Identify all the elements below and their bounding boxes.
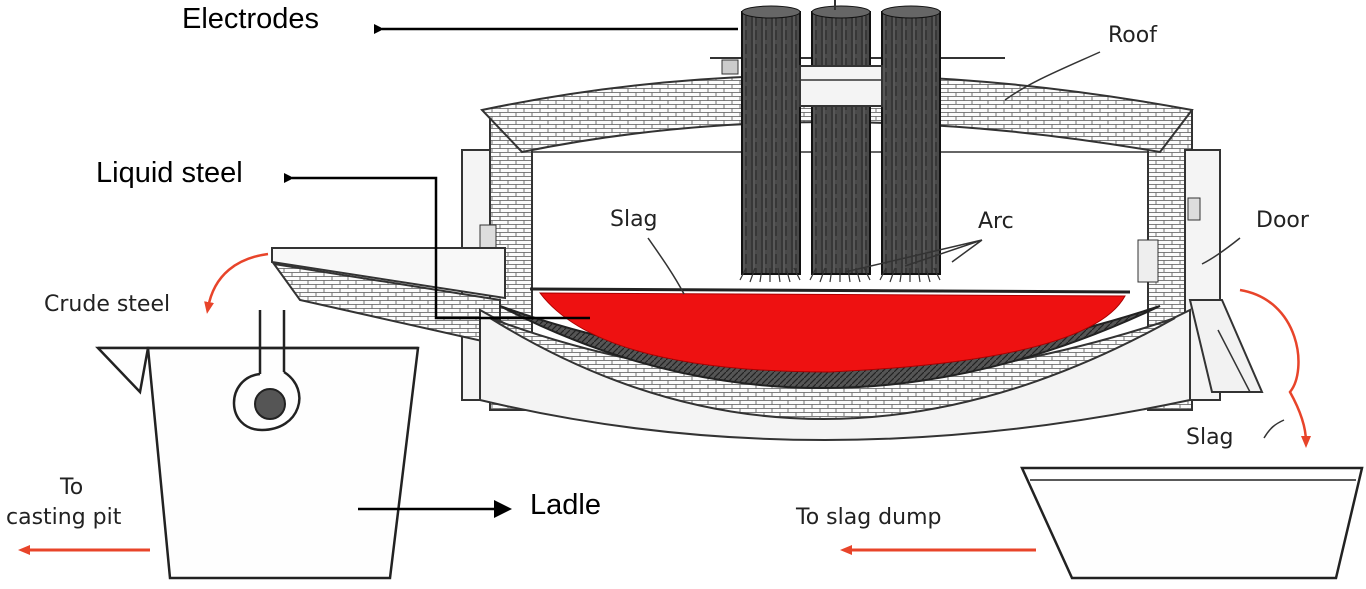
- label-to: To: [60, 475, 84, 500]
- label-slag-bottom: Slag: [1186, 425, 1234, 450]
- slag-leader: [647, 237, 685, 295]
- label-slag-top: Slag: [610, 207, 658, 232]
- label-crude-steel: Crude steel: [44, 292, 171, 317]
- label-casting-pit: casting pit: [6, 505, 122, 530]
- label-arc: Arc: [978, 209, 1014, 234]
- label-door: Door: [1256, 208, 1309, 233]
- slag-flow-arrow: [1239, 288, 1311, 448]
- electrodes: [741, 0, 941, 275]
- arc-sparks: [739, 267, 941, 283]
- door-leader: [1201, 237, 1241, 265]
- crude-steel-flow-arrow: [204, 252, 269, 314]
- arc-leader: [844, 239, 983, 273]
- slag-bottom-leader: [1263, 419, 1285, 439]
- tapping-spout: [271, 247, 506, 347]
- roof-leader: [1004, 51, 1101, 101]
- label-to-slag-dump: To slag dump: [796, 505, 942, 530]
- label-roof: Roof: [1108, 23, 1157, 48]
- liquid-steel-pool: [538, 292, 1126, 373]
- label-liquid-steel: Liquid steel: [96, 157, 243, 189]
- slag-pot: [1020, 466, 1364, 580]
- label-ladle: Ladle: [530, 489, 601, 521]
- ladle: [95, 310, 420, 580]
- slag-layer-line: [529, 287, 1131, 294]
- liquid-steel-callout-arrow: [284, 173, 590, 320]
- label-electrodes: Electrodes: [182, 3, 320, 35]
